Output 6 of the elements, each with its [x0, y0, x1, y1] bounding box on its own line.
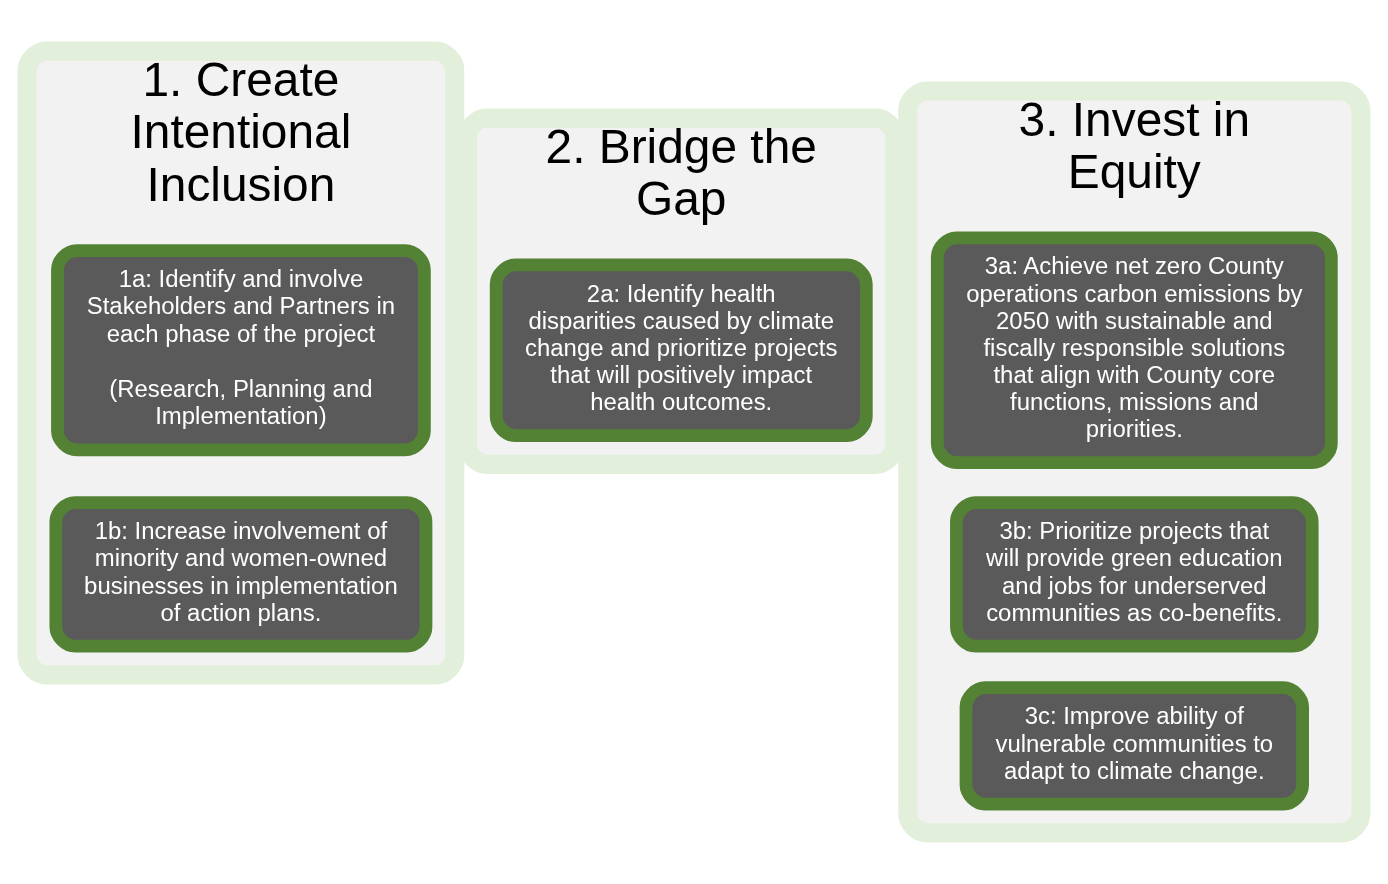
node-box: 1a: Identify and involve Stakeholders and Partners in each phase of the project (Research, Planning and Implementation) [51, 244, 431, 457]
node-box: 1b: Increase involvement of minority and women-owned businesses in implementation of action plans. [49, 496, 433, 653]
node-box: 3a: Achieve net zero County operations carbon emissions by 2050 with sustainable and fiscally responsible solutions that align with County core functions, missions and priorities. [930, 231, 1338, 470]
node-box: 2a: Identify health disparities caused by climate change and prioritize projects that will positively impact health outcomes. [489, 258, 873, 442]
node-box: 3b: Prioritize projects that will provide green education and jobs for underserved communities as co-benefits. [950, 496, 1319, 653]
node-box: 3c: Improve ability of vulnerable communities to adapt to climate change. [959, 681, 1309, 811]
